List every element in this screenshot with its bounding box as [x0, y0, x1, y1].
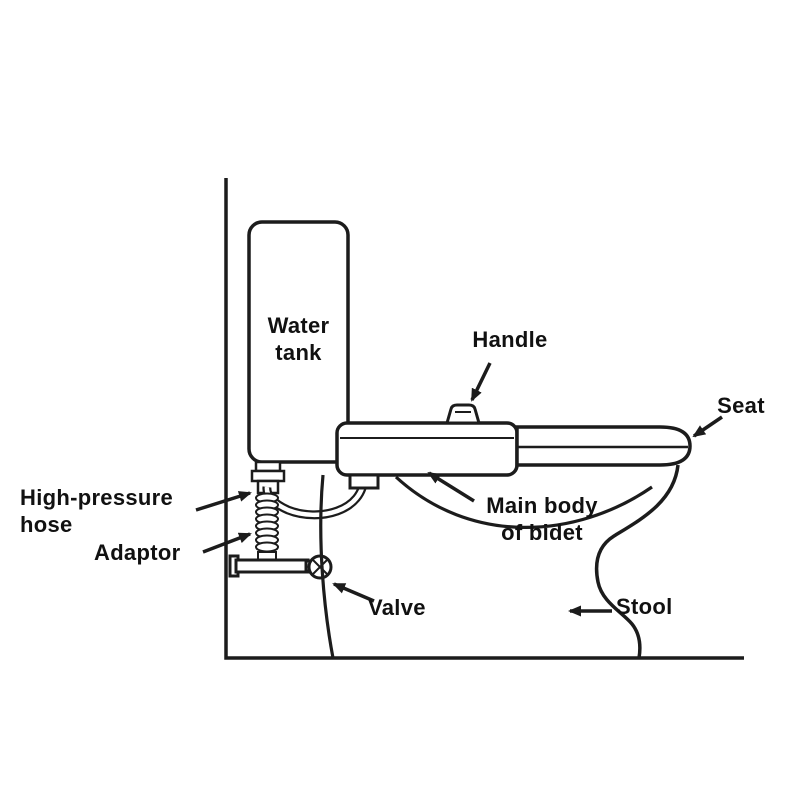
seat-arrow: [692, 415, 723, 438]
stool-right-outline: [594, 464, 680, 659]
bidet-inlet: [348, 473, 380, 490]
stool-label: Stool: [616, 594, 673, 619]
handle-arrow: [470, 362, 492, 402]
valve-label: Valve: [368, 595, 426, 620]
main-body-label: Main body of bidet: [486, 493, 598, 545]
water-tank-shape: [247, 220, 350, 464]
bowl-left-outline: [319, 474, 335, 659]
supply-pipe: [228, 554, 316, 578]
adaptor-arrow: [202, 532, 252, 554]
bowl-underside-curve: [394, 475, 653, 529]
high-pressure-hose-label: High-pressure hose: [20, 485, 174, 537]
main-body-arrow: [427, 471, 475, 503]
valve-arrow: [332, 582, 375, 603]
high-pressure-hose-coil: [255, 492, 279, 563]
adaptor-label: Adaptor: [94, 540, 181, 565]
bidet-body-shape: [335, 421, 519, 477]
handle-shape: [445, 403, 481, 425]
high-pressure-hose-arrow: [195, 491, 252, 512]
wall-floor-line: [224, 178, 744, 660]
water-tank-label: Water tank: [267, 313, 330, 365]
handle-label: Handle: [472, 327, 548, 352]
seat-label: Seat: [717, 393, 765, 418]
